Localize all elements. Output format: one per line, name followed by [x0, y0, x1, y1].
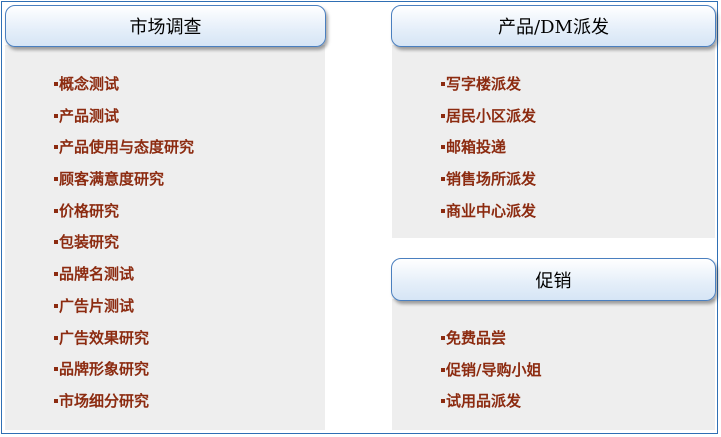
list-item: 产品测试 [54, 101, 194, 133]
bullet-icon [54, 335, 58, 340]
bullet-icon [54, 145, 58, 150]
bullet-icon [441, 367, 445, 372]
list-item: 市场细分研究 [54, 386, 194, 418]
list-item: 品牌形象研究 [54, 354, 194, 386]
list-item: 写字楼派发 [441, 69, 536, 101]
dm-distribution-panel [392, 45, 715, 238]
bullet-icon [54, 272, 58, 277]
list-item: 促销/导购小姐 [441, 355, 541, 387]
dm-distribution-title: 产品/DM派发 [498, 17, 609, 38]
promotion-list: 免费品尝 促销/导购小姐 试用品派发 [441, 323, 541, 418]
list-item: 广告效果研究 [54, 323, 194, 355]
bullet-icon [54, 398, 58, 403]
list-item: 顾客满意度研究 [54, 164, 194, 196]
list-item: 邮箱投递 [441, 132, 536, 164]
list-item: 试用品派发 [441, 386, 541, 418]
bullet-icon [54, 367, 58, 372]
bullet-icon [441, 177, 445, 182]
dm-distribution-header: 产品/DM派发 [391, 5, 716, 47]
promotion-header: 促销 [391, 258, 716, 301]
dm-distribution-list: 写字楼派发 居民小区派发 邮箱投递 销售场所派发 商业中心派发 [441, 69, 536, 227]
list-item: 居民小区派发 [441, 101, 536, 133]
market-research-header: 市场调查 [5, 5, 326, 47]
bullet-icon [441, 399, 445, 404]
list-item: 广告片测试 [54, 291, 194, 323]
bullet-icon [54, 113, 58, 118]
promotion-title: 促销 [535, 270, 572, 292]
bullet-icon [441, 113, 445, 118]
list-item: 概念测试 [54, 69, 194, 101]
bullet-icon [441, 208, 445, 213]
bullet-icon [441, 82, 445, 86]
bullet-icon [54, 177, 58, 182]
bullet-icon [54, 208, 58, 213]
bullet-icon [54, 82, 58, 86]
promotion-panel [392, 299, 715, 430]
market-research-list: 概念测试 产品测试 产品使用与态度研究 顾客满意度研究 价格研究 包装研究 品牌… [54, 69, 194, 418]
bullet-icon [54, 240, 58, 245]
bullet-icon [54, 303, 58, 308]
list-item: 产品使用与态度研究 [54, 132, 194, 164]
list-item: 免费品尝 [441, 323, 541, 355]
market-research-title: 市场调查 [129, 17, 202, 38]
market-research-panel [5, 45, 325, 430]
list-item: 商业中心派发 [441, 196, 536, 228]
list-item: 销售场所派发 [441, 164, 536, 196]
bullet-icon [441, 336, 445, 340]
list-item: 包装研究 [54, 227, 194, 259]
bullet-icon [441, 145, 445, 150]
list-item: 品牌名测试 [54, 259, 194, 291]
list-item: 价格研究 [54, 196, 194, 228]
